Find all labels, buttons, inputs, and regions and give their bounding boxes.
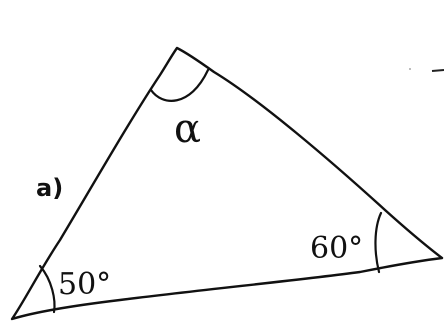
angle-label-60: 60°: [310, 231, 363, 266]
triangle-outline: [10, 46, 444, 321]
angle-arc-bottom-left: [38, 264, 56, 314]
stray-mark-right: [431, 69, 444, 72]
angle-arc-top: [149, 68, 210, 102]
part-label: a): [36, 174, 63, 202]
angle-label-alpha: α: [174, 106, 201, 152]
angle-label-50: 50°: [58, 267, 111, 302]
angle-arc-right: [374, 211, 383, 274]
